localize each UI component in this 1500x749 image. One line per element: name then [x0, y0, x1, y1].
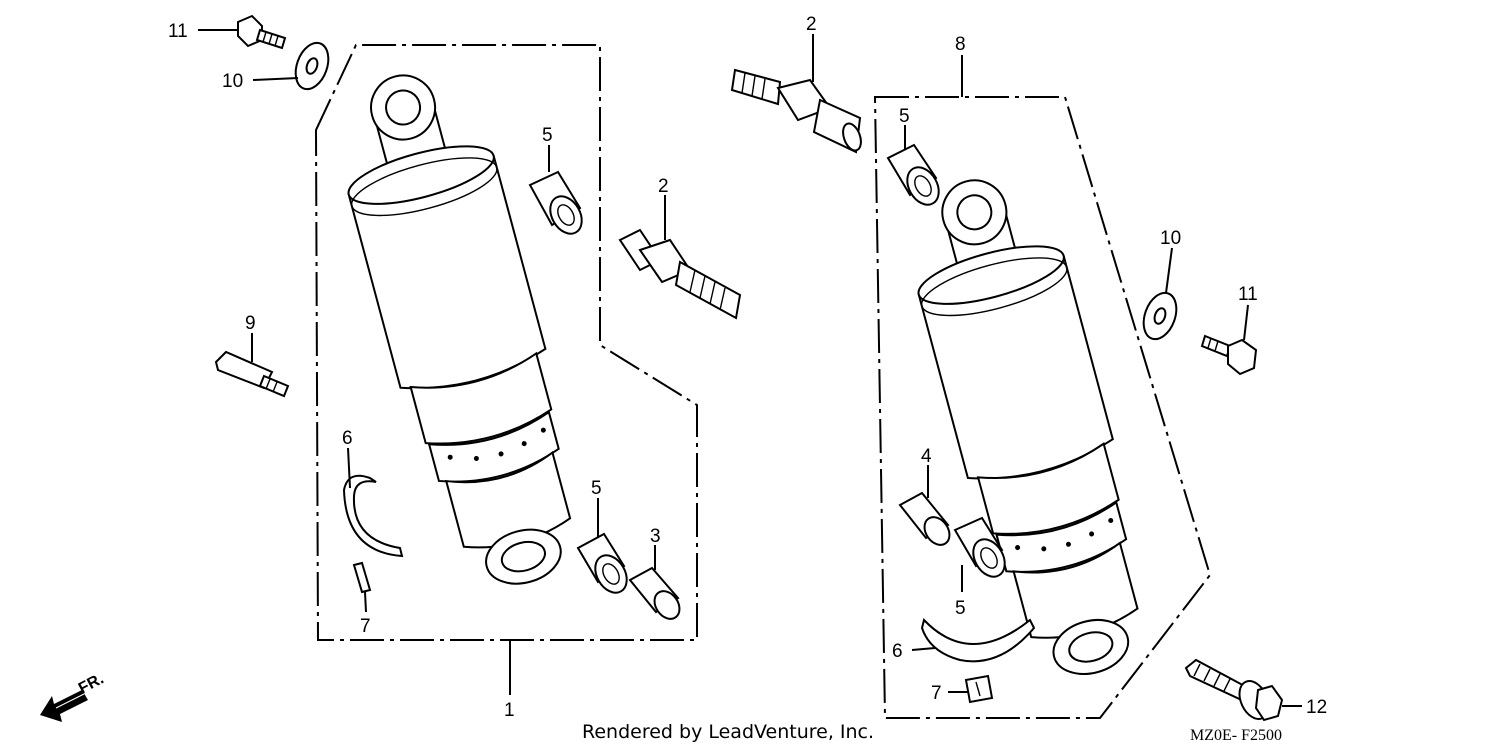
bolt-left	[237, 14, 287, 50]
callout-bushing-left-bottom: 5	[591, 478, 602, 499]
callout-washer-right: 10	[1160, 228, 1181, 249]
front-arrow-icon	[40, 690, 88, 722]
callout-bushing-right-bottom: 5	[955, 598, 966, 619]
callout-stud-right: 2	[806, 14, 817, 35]
bushing-right-bottom	[953, 516, 1006, 578]
callout-bolt-left: 11	[168, 21, 188, 42]
washer-right-leader	[1165, 247, 1173, 294]
left-shock-absorber	[347, 74, 572, 585]
collar-right	[898, 491, 951, 546]
pin	[214, 350, 290, 398]
callout-bushing-right-top: 5	[899, 106, 910, 127]
callout-tag-right: 7	[931, 683, 942, 704]
callout-washer-left: 10	[222, 71, 243, 92]
callout-bolt-right: 11	[1238, 284, 1258, 305]
callout-left-assembly: 1	[504, 700, 515, 721]
band-right-leader	[911, 647, 936, 651]
tag-left	[352, 561, 372, 594]
callout-stud-left: 2	[658, 176, 669, 197]
flange-bolt	[1184, 658, 1284, 722]
callout-pin: 9	[245, 313, 256, 334]
washer-right	[1142, 291, 1178, 341]
washer-left-leader	[252, 77, 299, 81]
stud-left	[618, 228, 742, 320]
callout-collar-left: 3	[650, 526, 661, 547]
band-left	[342, 474, 404, 558]
right-assembly-boundary	[873, 96, 1212, 719]
right-shock-absorber	[917, 179, 1139, 675]
band-right	[920, 618, 1036, 663]
bolt-right-leader	[1243, 304, 1249, 341]
callout-right-assembly: 8	[955, 34, 966, 55]
tag-right	[964, 674, 994, 704]
tag-left-leader	[364, 591, 367, 613]
left-assembly-boundary	[314, 44, 698, 641]
credit-text: Rendered by LeadVenture, Inc.	[582, 721, 874, 743]
callout-tag-left: 7	[360, 616, 371, 637]
bolt-right	[1200, 334, 1258, 376]
washer-left	[294, 41, 330, 91]
stud-right	[730, 68, 862, 154]
collar-left	[628, 566, 681, 620]
callout-bushing-left-top: 5	[542, 125, 553, 146]
band-left-leader	[347, 447, 351, 489]
diagram-code: MZ0E- F2500	[1190, 727, 1282, 744]
bushing-left-top	[528, 170, 583, 235]
bushing-right-top	[886, 143, 940, 206]
callout-flange-bolt: 12	[1306, 697, 1327, 718]
bushing-left-bottom	[576, 532, 628, 594]
callout-collar-right: 4	[921, 446, 932, 467]
callout-band-left: 6	[342, 428, 353, 449]
callout-band-right: 6	[892, 641, 903, 662]
